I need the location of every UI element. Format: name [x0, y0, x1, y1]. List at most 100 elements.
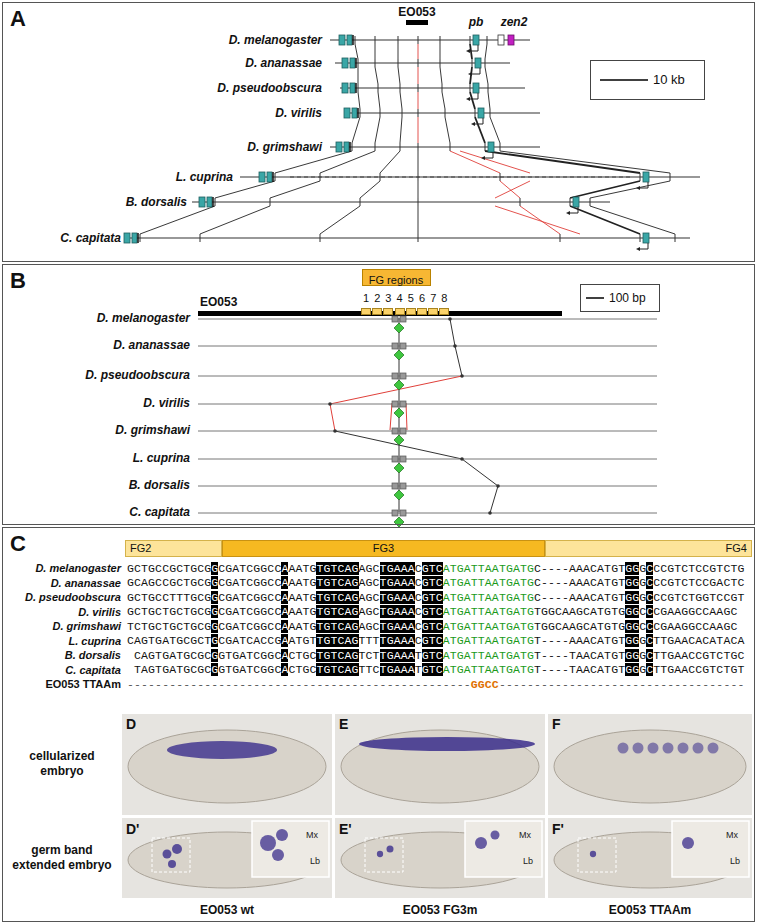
base-letter: A [464, 663, 471, 676]
base-letter: T [239, 634, 246, 647]
base-letter: A [141, 576, 148, 589]
base-letter: C [681, 576, 688, 589]
base-letter: T [380, 620, 387, 633]
base-letter: - [373, 678, 380, 691]
synteny-line [320, 151, 375, 173]
base-letter: A [716, 576, 723, 589]
base-letter: C [702, 576, 709, 589]
base-letter: A [667, 605, 674, 618]
base-letter: C [197, 562, 204, 575]
base-letter: G [141, 634, 148, 647]
base-letter: G [667, 591, 674, 604]
base-letter: C [436, 634, 443, 647]
gene-exon [272, 172, 274, 182]
gene-exon [475, 58, 481, 68]
base-letter: - [197, 678, 204, 691]
base-letter: T [450, 591, 457, 604]
base-letter: G [148, 663, 155, 676]
base-letter: A [401, 649, 408, 662]
tf-site-diamond [394, 350, 404, 360]
base-letter: G [667, 562, 674, 575]
base-letter: C [646, 634, 653, 647]
gene-exon [488, 142, 494, 152]
base-letter: T [239, 562, 246, 575]
base-letter: A [344, 649, 351, 662]
base-letter: C [555, 605, 562, 618]
base-letter: - [295, 678, 302, 691]
base-letter: T [429, 562, 436, 575]
base-letter: G [527, 605, 534, 618]
structure-label: Mx [306, 830, 318, 840]
base-letter: C [716, 663, 723, 676]
species-name: D. melanogaster [35, 562, 121, 574]
synteny-line [398, 67, 400, 84]
anchor-tick [418, 109, 419, 117]
base-letter: A [141, 649, 148, 662]
base-letter: C [155, 591, 162, 604]
base-letter: G [611, 634, 618, 647]
fg-block [400, 510, 406, 516]
base-letter: G [260, 576, 267, 589]
structure-label: Lb [523, 856, 533, 866]
base-letter: - [702, 678, 709, 691]
base-letter: C [218, 605, 225, 618]
stain [708, 743, 719, 754]
base-letter: A [674, 620, 681, 633]
base-letter: G [667, 663, 674, 676]
base-letter: - [709, 678, 716, 691]
micrograph [548, 818, 752, 898]
base-letter: A [569, 605, 576, 618]
base-letter: C [534, 576, 541, 589]
base-letter: C [197, 620, 204, 633]
base-letter: G [323, 605, 330, 618]
alignment-line [455, 346, 462, 376]
micrograph [122, 818, 332, 898]
base-letter: C [695, 649, 702, 662]
base-letter: A [709, 605, 716, 618]
base-letter: G [506, 663, 513, 676]
stain [163, 850, 172, 859]
base-letter: T [478, 591, 485, 604]
base-letter: C [218, 634, 225, 647]
anchor-tick [398, 36, 399, 44]
base-letter: T [471, 562, 478, 575]
base-letter: - [366, 678, 373, 691]
base-letter: T [316, 576, 323, 589]
base-letter: G [506, 620, 513, 633]
base-letter: A [295, 576, 302, 589]
base-letter: G [541, 620, 548, 633]
base-letter: C [204, 663, 211, 676]
base-letter: C [176, 562, 183, 575]
base-letter: T [366, 663, 373, 676]
synteny-line [488, 92, 490, 109]
base-letter: G [127, 576, 134, 589]
base-letter: T [499, 605, 506, 618]
base-letter: C [688, 663, 695, 676]
base-letter: - [653, 678, 660, 691]
base-letter: G [309, 562, 316, 575]
sequence: TCTGCTGCTGCGGCGATCGGCCAAATGTGTCAGAGCTGAA… [127, 620, 737, 633]
anchor-dot [448, 317, 452, 321]
base-letter: G [632, 620, 639, 633]
fg-band: FG4 [545, 540, 752, 557]
base-letter: A [485, 649, 492, 662]
base-letter: G [366, 576, 373, 589]
base-letter: T [499, 576, 506, 589]
base-letter: A [443, 562, 450, 575]
base-letter: A [288, 620, 295, 633]
base-letter: T [653, 649, 660, 662]
base-letter: C [288, 649, 295, 662]
base-letter: - [730, 678, 737, 691]
stain [590, 851, 596, 857]
anchor-tick [675, 234, 676, 242]
base-letter: A [344, 620, 351, 633]
base-letter: A [443, 591, 450, 604]
base-letter: A [408, 562, 415, 575]
base-letter: C [127, 634, 134, 647]
base-letter: G [190, 620, 197, 633]
element-name: EO053 [200, 295, 237, 309]
fg-block [392, 483, 398, 489]
base-letter: T [183, 605, 190, 618]
base-letter: - [590, 678, 597, 691]
base-letter: G [190, 634, 197, 647]
